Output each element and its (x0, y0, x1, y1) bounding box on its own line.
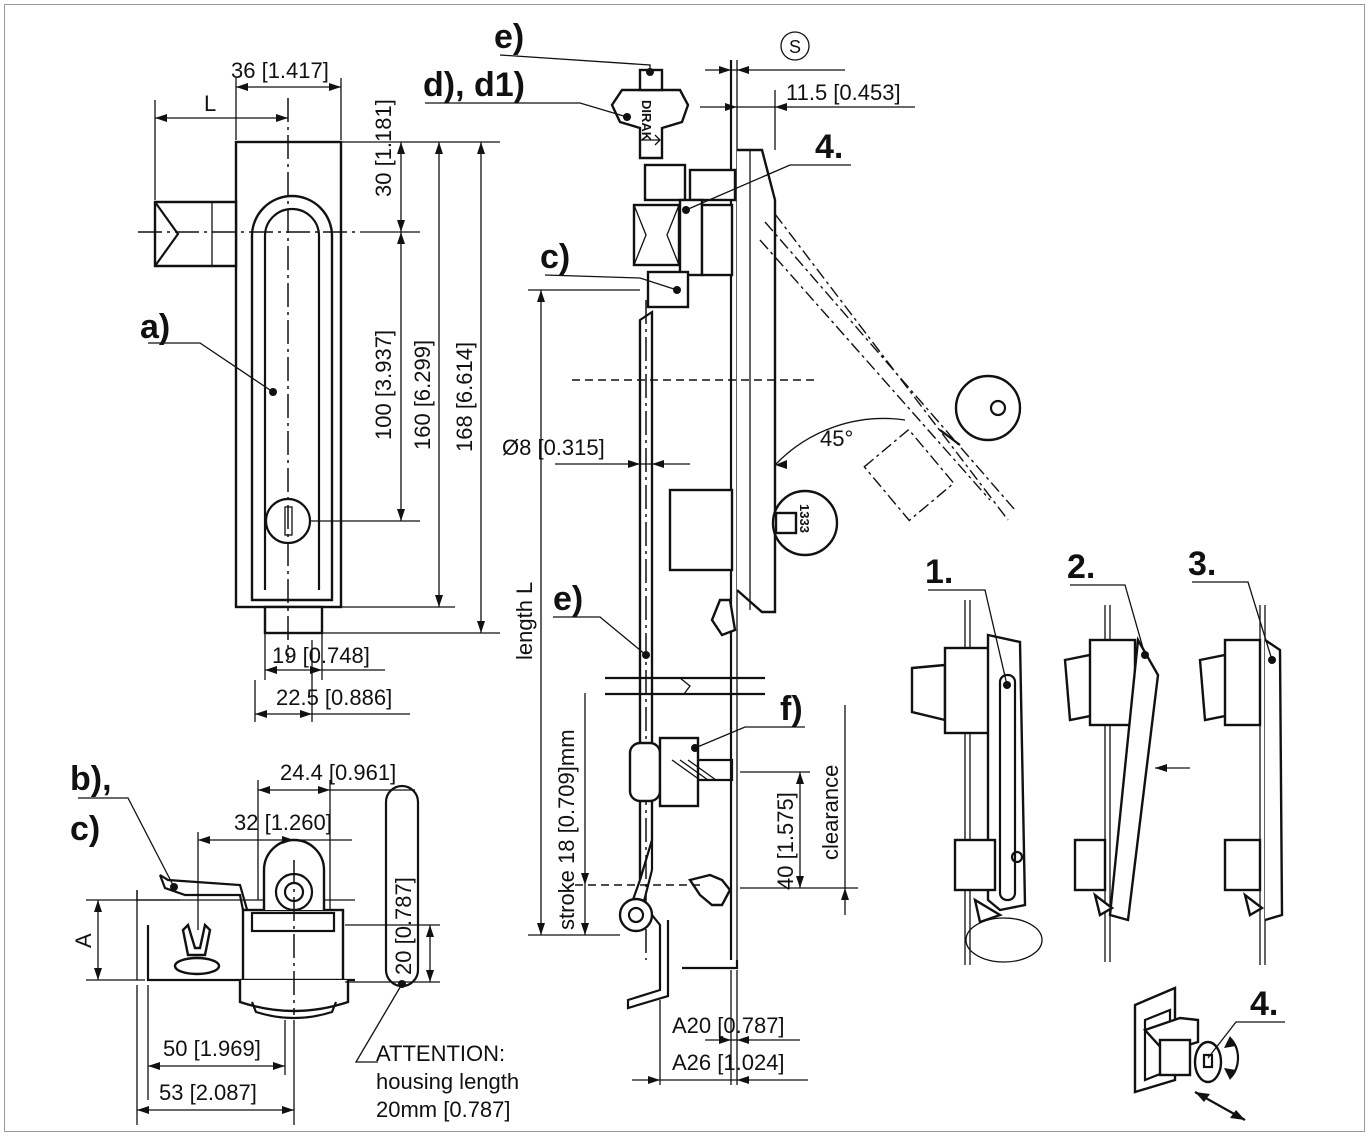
dim-53: 53 [2.087] (159, 1080, 257, 1105)
dim-24-4: 24.4 [0.961] (280, 760, 396, 785)
note-line-3: 20mm [0.787] (376, 1097, 511, 1122)
dim-dia8: Ø8 [0.315] (502, 435, 605, 460)
dim-40: 40 [1.575] (773, 792, 798, 890)
dim-A: A (71, 933, 96, 948)
brand-mark: DIRAK (639, 100, 654, 142)
label-a: a) (140, 308, 170, 346)
label-d: d), d1) (423, 66, 525, 104)
label-c-left: c) (70, 810, 100, 848)
key-number: 1333 (797, 504, 812, 533)
dim-22-5: 22.5 [0.886] (276, 685, 392, 710)
dim-11-5: 11.5 [0.453] (786, 80, 901, 105)
dim-45: 45° (820, 426, 853, 451)
dim-100: 100 [3.937] (371, 330, 396, 440)
bottom-view: A 24.4 [0.961] 32 [1.260] 20 [0.787] 50 … (70, 760, 519, 1125)
dim-160: 160 [6.299] (410, 340, 435, 450)
label-e-top: e) (494, 18, 524, 56)
dim-stroke: stroke 18 [0.709]mm (554, 729, 579, 930)
drawing-frame (4, 4, 1365, 1132)
dim-50: 50 [1.969] (163, 1036, 261, 1061)
note-line-1: ATTENTION: (376, 1041, 505, 1066)
dim-30: 30 [1.181] (371, 99, 396, 197)
dim-clearance: clearance (818, 765, 843, 860)
label-c-mid: c) (540, 238, 570, 276)
housing-foot (263, 605, 324, 635)
handle-outer (250, 194, 334, 602)
label-step-4-bottom: 4. (1250, 985, 1278, 1023)
label-4-top: 4. (815, 128, 843, 166)
tongue-point (154, 201, 180, 267)
dim-168: 168 [6.614] (452, 342, 477, 452)
label-e-rod: e) (553, 580, 583, 618)
label-step-2: 2. (1067, 548, 1095, 586)
side-view: DIRAK (423, 18, 1022, 1085)
front-view: L 36 [1.417] 30 [1.181] 100 [3.937] 160 … (138, 58, 500, 722)
dim-36: 36 [1.417] (231, 58, 329, 83)
s-symbol: S (789, 37, 801, 57)
note-line-2: housing length (376, 1069, 519, 1094)
handle-inner (263, 207, 321, 590)
dim-32: 32 [1.260] (234, 810, 332, 835)
tongue-outline (153, 200, 238, 268)
operation-steps: 1. 2. 3. (910, 545, 1284, 965)
dim-L: L (204, 91, 216, 116)
label-step-3: 3. (1188, 545, 1216, 583)
detail-4: 4. (1133, 985, 1285, 1121)
dim-length-L: length L (512, 582, 537, 660)
label-f: f) (780, 690, 803, 728)
label-step-1: 1. (925, 553, 953, 591)
dim-A20: A20 [0.787] (672, 1013, 785, 1038)
dim-19: 19 [0.748] (272, 643, 370, 668)
label-b: b), (70, 760, 112, 798)
dim-A26: A26 [1.024] (672, 1050, 785, 1075)
dim-20: 20 [0.787] (391, 877, 416, 975)
